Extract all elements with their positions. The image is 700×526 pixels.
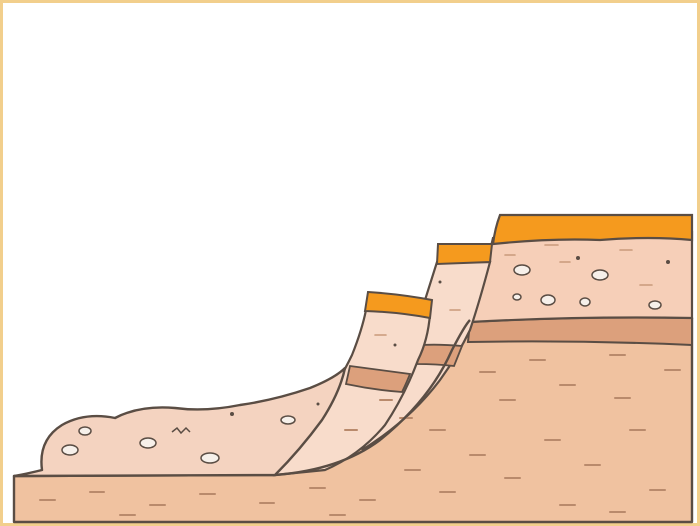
marker-bed-intact [468,318,692,346]
cap-layer-block-2 [437,244,492,264]
